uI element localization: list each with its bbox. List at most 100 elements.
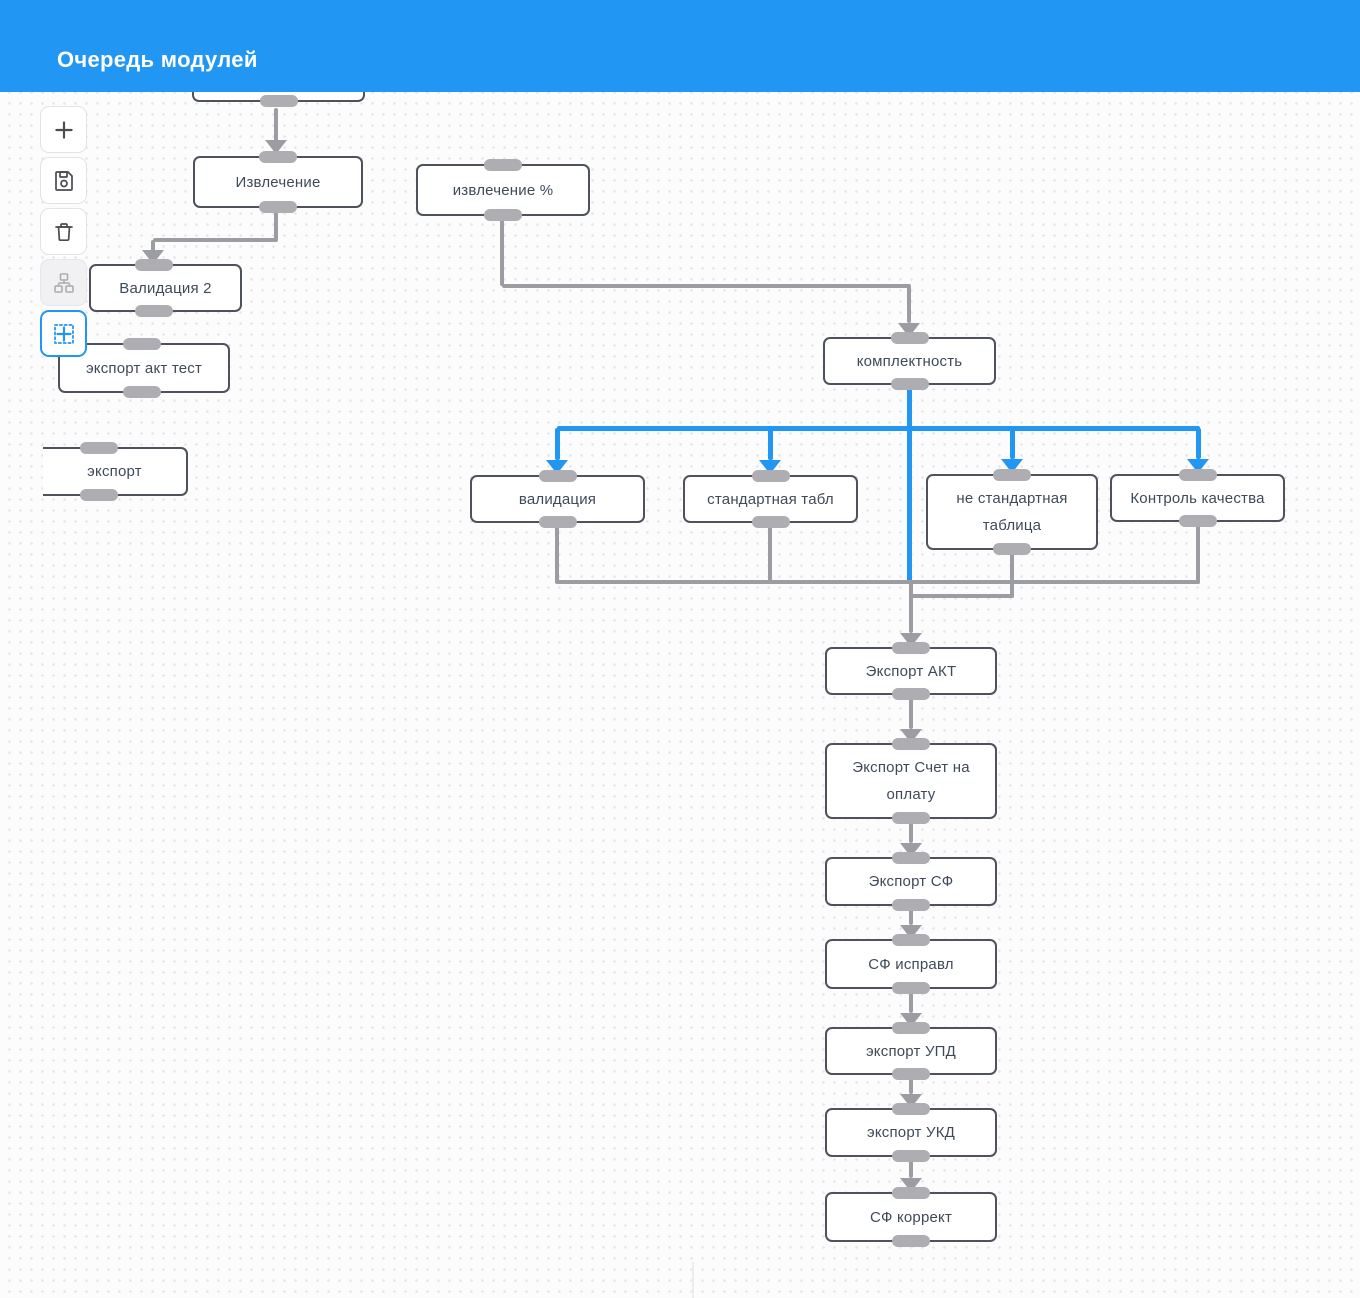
connector-segment [909, 1155, 913, 1178]
canvas-page-divider [692, 1262, 694, 1298]
node-port-top[interactable] [892, 1187, 930, 1199]
node-port-bottom[interactable] [892, 688, 930, 700]
node-label: Экспорт Счет на [852, 759, 970, 776]
connector-segment [557, 425, 1200, 431]
sitemap-icon [53, 272, 74, 293]
node-port-top[interactable] [892, 1103, 930, 1115]
save-icon [54, 170, 73, 191]
flow-node-eksport-upd[interactable]: экспорт УПД [825, 1022, 997, 1080]
connector-segment [153, 238, 278, 242]
connector-segment [554, 428, 560, 460]
node-port-top[interactable] [892, 934, 930, 946]
auto-layout-button[interactable] [40, 259, 87, 306]
node-port-bottom[interactable] [892, 1068, 930, 1080]
node-label: Валидация 2 [119, 279, 212, 297]
node-port-bottom[interactable] [123, 386, 161, 398]
node-port-bottom[interactable] [1178, 515, 1217, 527]
node-port-bottom[interactable] [892, 982, 930, 994]
fit-view-button[interactable] [40, 310, 87, 357]
fit-grid-icon [53, 323, 74, 344]
flow-node-validacia[interactable]: валидация [470, 470, 645, 528]
node-label: извлечение % [452, 181, 554, 199]
node-label: экспорт [87, 463, 142, 480]
flow-node-izvlechenie-pct[interactable]: извлечение % [416, 159, 590, 221]
connector-segment [1195, 428, 1201, 459]
connector-segment [502, 284, 911, 288]
node-port-bottom[interactable] [892, 1235, 930, 1247]
connector-segment [768, 521, 772, 584]
node-port-bottom[interactable] [484, 209, 522, 221]
save-button[interactable] [40, 157, 87, 204]
flow-node-validacia-2[interactable]: Валидация 2 [89, 259, 242, 317]
node-label: Контроль качества [1130, 489, 1265, 507]
node-label: комплектность [856, 352, 963, 370]
flow-node-sf-korrekt[interactable]: СФ коррект [825, 1187, 997, 1247]
add-node-button[interactable] [40, 106, 87, 153]
delete-button[interactable] [40, 208, 87, 255]
node-label: экспорт УКД [866, 1124, 956, 1141]
node-label: СФ коррект [869, 1208, 953, 1226]
node-port-bottom[interactable] [259, 95, 298, 107]
node-port-bottom[interactable] [259, 201, 297, 213]
node-label: таблица [982, 517, 1042, 534]
canvas[interactable]: Извлечение извлечение % Валидация 2 экспорт… [0, 92, 1360, 1298]
connector-segment [500, 216, 504, 286]
connector-segment [767, 428, 773, 460]
connector-arrowhead [265, 140, 287, 154]
flow-node-eksport-sf[interactable]: Экспорт СФ [825, 852, 997, 911]
node-port-bottom[interactable] [538, 516, 577, 528]
connector-segment [909, 904, 913, 925]
node-port-bottom[interactable] [993, 543, 1031, 555]
node-port-bottom[interactable] [892, 899, 930, 911]
node-port-bottom[interactable] [751, 516, 790, 528]
connector-segment [907, 286, 911, 323]
node-port-top[interactable] [134, 259, 173, 271]
node-label: стандартная табл [707, 490, 834, 508]
toolbar [40, 106, 87, 357]
node-label: валидация [518, 490, 597, 508]
flow-node-komplektnost[interactable]: комплектность [823, 332, 996, 390]
node-port-bottom[interactable] [134, 305, 173, 317]
flow-node-izvlechenie[interactable]: Извлечение [193, 151, 363, 213]
node-port-bottom[interactable] [890, 378, 929, 390]
connector-segment [1009, 428, 1015, 459]
node-port-bottom[interactable] [892, 1150, 930, 1162]
flow-node-eksport-akt[interactable]: Экспорт АКТ [825, 642, 997, 700]
flow-node-kontrol-kachestva[interactable]: Контроль качества [1110, 469, 1285, 527]
node-port-top[interactable] [751, 470, 790, 482]
flow-node-eksport[interactable]: экспорт [43, 442, 188, 501]
node-port-top[interactable] [1178, 469, 1217, 481]
flow-node-top-cut-module[interactable] [192, 92, 365, 107]
flow-node-sf-ispravl[interactable]: СФ исправл [825, 934, 997, 994]
connector-segment [1010, 548, 1014, 598]
node-port-bottom[interactable] [892, 812, 930, 824]
node-port-top[interactable] [892, 1022, 930, 1034]
flow-node-eksport-akt-test[interactable]: экспорт акт тест [58, 338, 230, 398]
node-port-top[interactable] [993, 469, 1031, 481]
node-port-top[interactable] [892, 738, 930, 750]
node-port-top[interactable] [890, 332, 929, 344]
flow-node-eksport-ukd[interactable]: экспорт УКД [825, 1103, 997, 1162]
flow-node-standartnaya-tabl[interactable]: стандартная табл [683, 470, 858, 528]
node-port-top[interactable] [484, 159, 522, 171]
connector-segment [1196, 520, 1200, 584]
node-port-top[interactable] [892, 642, 930, 654]
node-port-top[interactable] [538, 470, 577, 482]
connector-segment [274, 108, 278, 142]
node-port-top[interactable] [892, 852, 930, 864]
node-label: экспорт УПД [865, 1042, 957, 1060]
node-port-top[interactable] [79, 442, 118, 454]
connector-segment [909, 693, 913, 729]
node-port-top[interactable] [259, 151, 297, 163]
node-port-top[interactable] [123, 338, 161, 350]
connector-segment [909, 817, 913, 843]
connector-segment [555, 521, 559, 584]
node-label: Экспорт СФ [868, 873, 954, 890]
connector-segment [909, 1073, 913, 1094]
header-bar: Очередь модулей [0, 0, 1360, 92]
node-port-bottom[interactable] [79, 489, 118, 501]
node-label: СФ исправл [868, 955, 954, 973]
